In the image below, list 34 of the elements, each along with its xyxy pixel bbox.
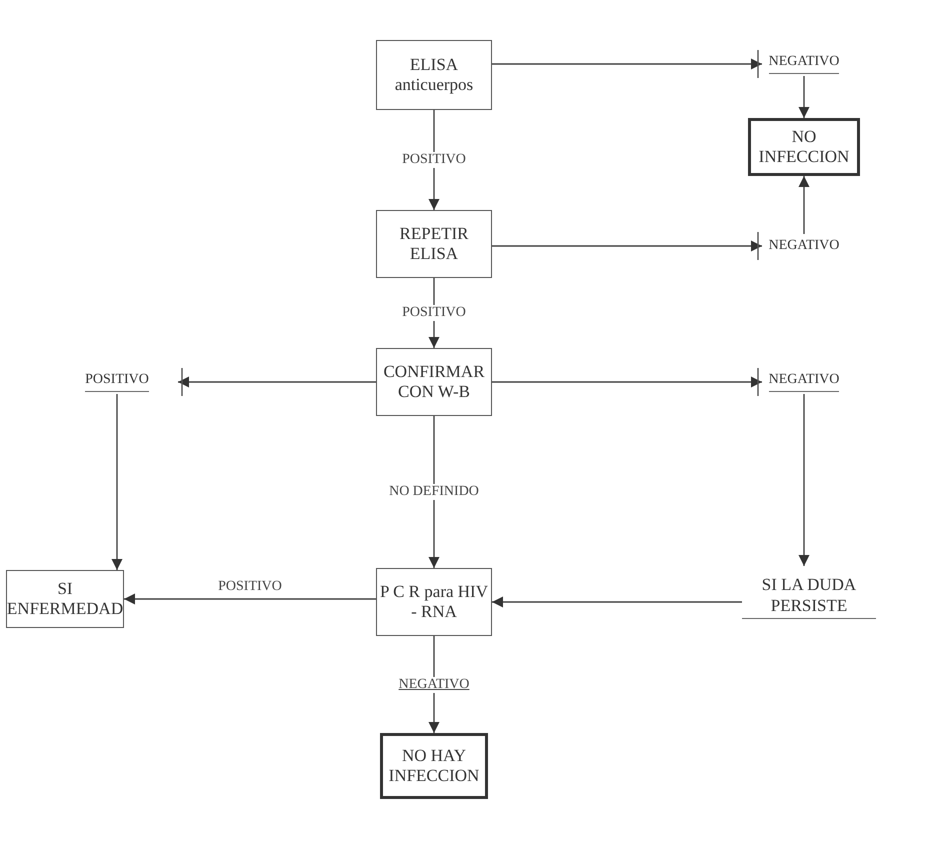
- process-box: [376, 40, 492, 110]
- arrow: [492, 596, 742, 608]
- result-box: [748, 118, 860, 176]
- box-label: CONFIRMAR CON W-B: [382, 362, 486, 402]
- result-label: NEGATIVO: [768, 54, 840, 74]
- edge-label: NO DEFINIDO: [387, 484, 481, 500]
- arrow: [492, 240, 762, 252]
- box-label: NO INFECCION: [758, 126, 850, 168]
- arrow: [798, 394, 810, 566]
- box-label: REPETIR ELISA: [398, 224, 470, 264]
- result-label: NEGATIVO: [768, 372, 840, 392]
- arrow: [428, 416, 440, 568]
- arrow: [112, 394, 122, 570]
- process-box: [6, 570, 124, 628]
- edge-label: POSITIVO: [400, 305, 468, 321]
- box-label: SI ENFERMEDAD: [6, 578, 124, 620]
- edge-label: NEGATIVO: [396, 676, 472, 692]
- arrow: [492, 376, 762, 388]
- box-label: NO HAY INFECCION: [388, 746, 480, 786]
- box-label: P C R para HIV - RNA: [379, 582, 489, 622]
- arrow: [124, 594, 376, 604]
- box-label: ELISA anticuerpos: [394, 54, 474, 96]
- process-box: [376, 348, 492, 416]
- result-box: [380, 733, 488, 799]
- arrow: [178, 376, 376, 388]
- result-label: SI LA DUDA PERSISTE: [742, 575, 876, 619]
- result-label: NEGATIVO: [768, 238, 840, 254]
- arrow: [798, 76, 810, 118]
- arrow: [492, 58, 762, 70]
- result-label: POSITIVO: [85, 372, 149, 392]
- edge-label: POSITIVO: [400, 152, 468, 168]
- arrow: [798, 176, 810, 234]
- process-box: [376, 210, 492, 278]
- process-box: [376, 568, 492, 636]
